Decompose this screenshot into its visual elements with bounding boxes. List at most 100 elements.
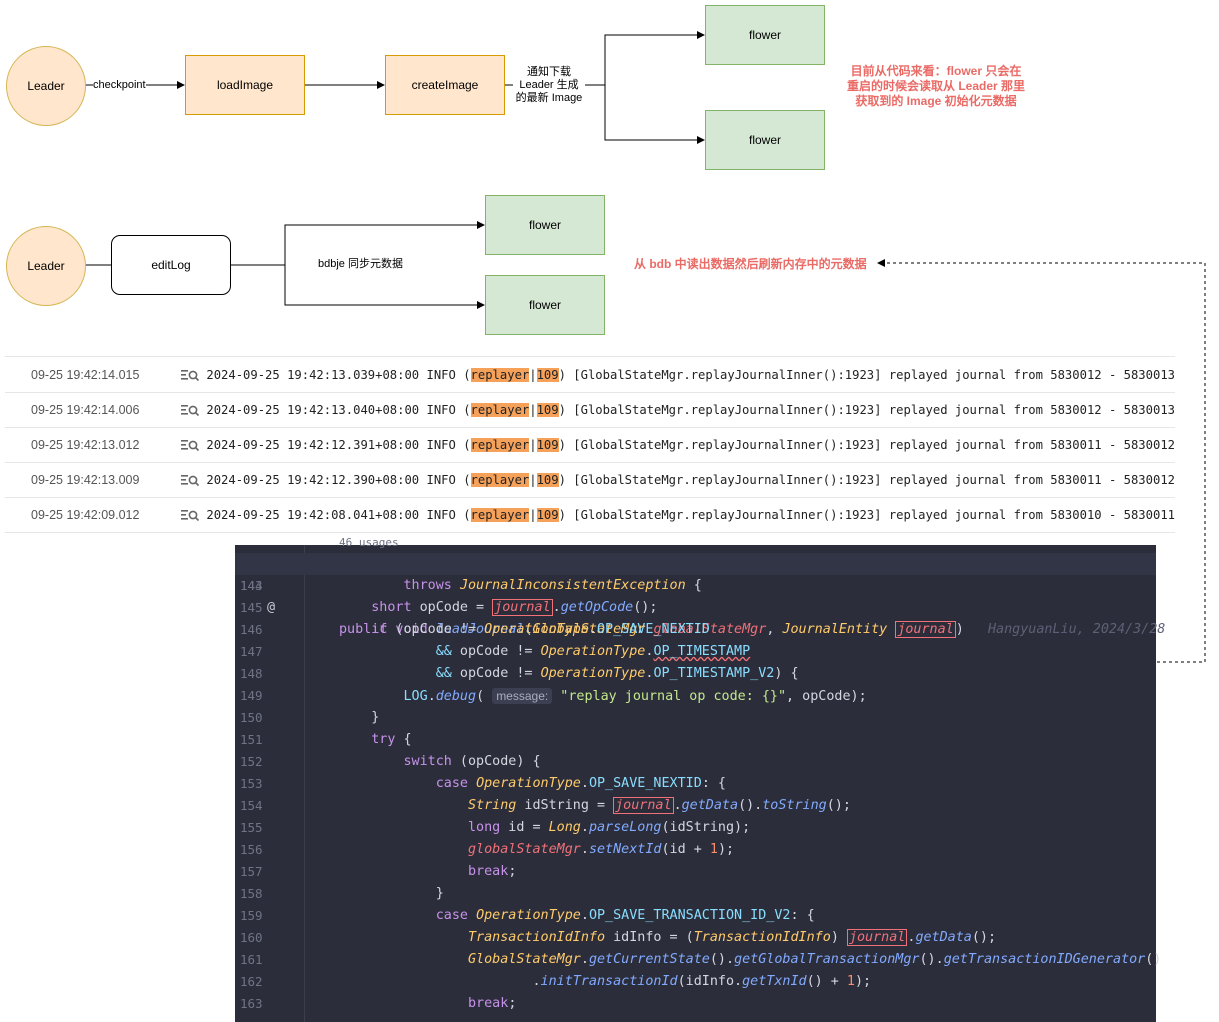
log-time: 09-25 19:42:13.009 bbox=[31, 472, 140, 487]
log-thread: replayer bbox=[470, 402, 530, 417]
log-text: replayed journal from 5830011 - 5830012 bbox=[888, 437, 1175, 452]
log-thread-id: 109 bbox=[536, 402, 559, 417]
line-number: 152 bbox=[240, 754, 263, 769]
code-text: break; bbox=[468, 996, 517, 1011]
edge-to-flower-bottom-1 bbox=[284, 221, 485, 265]
flower-node-bottom-2: flower bbox=[485, 275, 605, 335]
code-text: short opCode = journal.getOpCode(); bbox=[371, 599, 658, 616]
note-top: 目前从代码来看：flower 只会在 重启的时候会读取从 Leader 那里 获… bbox=[836, 64, 1036, 109]
line-number: 148 bbox=[240, 666, 263, 681]
line-number: 156 bbox=[240, 842, 263, 857]
log-location: [GlobalStateMgr.replayJournalInner():192… bbox=[573, 507, 882, 522]
edge-code-to-note bbox=[877, 259, 1206, 663]
log-location: [GlobalStateMgr.replayJournalInner():192… bbox=[573, 402, 882, 417]
line-number: 143 bbox=[240, 578, 263, 593]
line-number: 163 bbox=[240, 996, 263, 1011]
param-hint: message: bbox=[492, 688, 553, 704]
code-text: throws JournalInconsistentException { bbox=[403, 578, 702, 593]
log-time: 09-25 19:42:14.006 bbox=[31, 402, 140, 417]
line-number: 147 bbox=[240, 644, 263, 659]
line-number: 151 bbox=[240, 732, 263, 747]
code-text: case OperationType.OP_SAVE_TRANSACTION_I… bbox=[435, 908, 815, 923]
log-message: 2024-09-25 19:42:12.391+08:00 INFO (repl… bbox=[206, 437, 1175, 452]
usages-hint: 46 usages bbox=[339, 536, 399, 549]
log-location: [GlobalStateMgr.replayJournalInner():192… bbox=[573, 367, 882, 382]
edge-to-flower-bottom-2 bbox=[284, 265, 485, 309]
log-context-icon[interactable] bbox=[180, 403, 200, 417]
flower-label: flower bbox=[528, 218, 561, 232]
load-image-node: loadImage bbox=[185, 55, 305, 115]
notify-label-line: 通知下载 bbox=[527, 66, 571, 78]
code-text: globalStateMgr.setNextId(id + 1); bbox=[468, 842, 735, 857]
code-text: case OperationType.OP_SAVE_NEXTID: { bbox=[435, 776, 726, 791]
gutter-separator bbox=[304, 545, 305, 1022]
code-usages-line: 46 usages bbox=[235, 532, 1156, 554]
log-text: replayed journal from 5830012 - 5830013 bbox=[888, 367, 1175, 382]
note-bottom: 从 bdb 中读出数据然后刷新内存中的元数据 bbox=[634, 257, 867, 271]
code-text: break; bbox=[468, 864, 517, 879]
log-top-divider bbox=[5, 356, 1175, 357]
edge-to-flower-top-2 bbox=[604, 85, 705, 144]
leader-node-bottom: Leader bbox=[6, 226, 86, 306]
log-thread: replayer bbox=[470, 367, 530, 382]
leader-label: Leader bbox=[27, 79, 65, 93]
load-image-label: loadImage bbox=[216, 78, 274, 92]
log-thread: replayer bbox=[470, 507, 530, 522]
log-level: INFO bbox=[426, 437, 456, 452]
log-context-icon[interactable] bbox=[180, 438, 200, 452]
log-timestamp: 2024-09-25 19:42:13.040+08:00 bbox=[206, 402, 420, 417]
checkpoint-label: checkpoint bbox=[93, 79, 146, 92]
log-timestamp: 2024-09-25 19:42:12.390+08:00 bbox=[206, 472, 420, 487]
flower-label: flower bbox=[748, 28, 781, 42]
line-number: 146 bbox=[240, 622, 263, 637]
line-number: 149 bbox=[240, 688, 263, 703]
log-text: replayed journal from 5830010 - 5830011 bbox=[888, 507, 1175, 522]
log-level: INFO bbox=[426, 472, 456, 487]
log-context-icon[interactable] bbox=[180, 368, 200, 382]
log-row[interactable]: 09-25 19:42:09.012 2024-09-25 19:42:08.04… bbox=[5, 497, 1175, 533]
code-text: LOG.debug( message: "replay journal op c… bbox=[403, 688, 867, 704]
code-text: String idString = journal.getData().toSt… bbox=[468, 797, 851, 814]
code-text: public void loadJournal(GlobalStateMgr g… bbox=[339, 621, 1166, 638]
note-line: 重启的时候会读取从 Leader 那里 bbox=[846, 79, 1026, 93]
log-text: replayed journal from 5830011 - 5830012 bbox=[888, 472, 1175, 487]
log-thread-id: 109 bbox=[536, 472, 559, 487]
log-level: INFO bbox=[426, 402, 456, 417]
log-location: [GlobalStateMgr.replayJournalInner():192… bbox=[573, 472, 882, 487]
log-time: 09-25 19:42:09.012 bbox=[31, 507, 140, 522]
log-level: INFO bbox=[426, 507, 456, 522]
line-number: 144 bbox=[240, 578, 263, 593]
code-editor: 46 usages 143 @ public void loadJournal(… bbox=[235, 536, 1165, 1022]
line-number: 150 bbox=[240, 710, 263, 725]
line-number: 155 bbox=[240, 820, 263, 835]
code-text: .initTransactionId(idInfo.getTxnId() + 1… bbox=[339, 974, 872, 989]
log-thread-id: 109 bbox=[536, 437, 559, 452]
line-number: 158 bbox=[240, 886, 263, 901]
line-number: 154 bbox=[240, 798, 263, 813]
log-context-icon[interactable] bbox=[180, 508, 200, 522]
line-number: 157 bbox=[240, 864, 263, 879]
log-row[interactable]: 09-25 19:42:13.009 2024-09-25 19:42:12.39… bbox=[5, 462, 1175, 498]
at-icon: @ bbox=[267, 600, 276, 615]
flower-node-top-2: flower bbox=[705, 110, 825, 170]
code-text: try { bbox=[371, 732, 412, 747]
code-text: && opCode != OperationType.OP_TIMESTAMP_… bbox=[435, 666, 799, 681]
log-row[interactable]: 09-25 19:42:14.006 2024-09-25 19:42:13.04… bbox=[5, 392, 1175, 428]
note-line: 目前从代码来看：flower 只会在 bbox=[850, 64, 1022, 78]
log-message: 2024-09-25 19:42:08.041+08:00 INFO (repl… bbox=[206, 507, 1175, 522]
log-thread-id: 109 bbox=[536, 367, 559, 382]
flower-label: flower bbox=[528, 298, 561, 312]
author-hint: HangyuanLiu, 2024/3/28 bbox=[988, 622, 1166, 637]
create-image-node: createImage bbox=[385, 55, 505, 115]
log-timestamp: 2024-09-25 19:42:13.039+08:00 bbox=[206, 367, 420, 382]
leader-label: Leader bbox=[27, 259, 65, 273]
code-text: switch (opCode) { bbox=[403, 754, 541, 769]
code-text: long id = Long.parseLong(idString); bbox=[468, 820, 751, 835]
code-text: if (opCode != OperationType.OP_SAVE_NEXT… bbox=[371, 622, 710, 637]
code-text: && opCode != OperationType.OP_TIMESTAMP bbox=[435, 644, 751, 659]
log-context-icon[interactable] bbox=[180, 473, 200, 487]
line-number: 161 bbox=[240, 952, 263, 967]
log-location: [GlobalStateMgr.replayJournalInner():192… bbox=[573, 437, 882, 452]
